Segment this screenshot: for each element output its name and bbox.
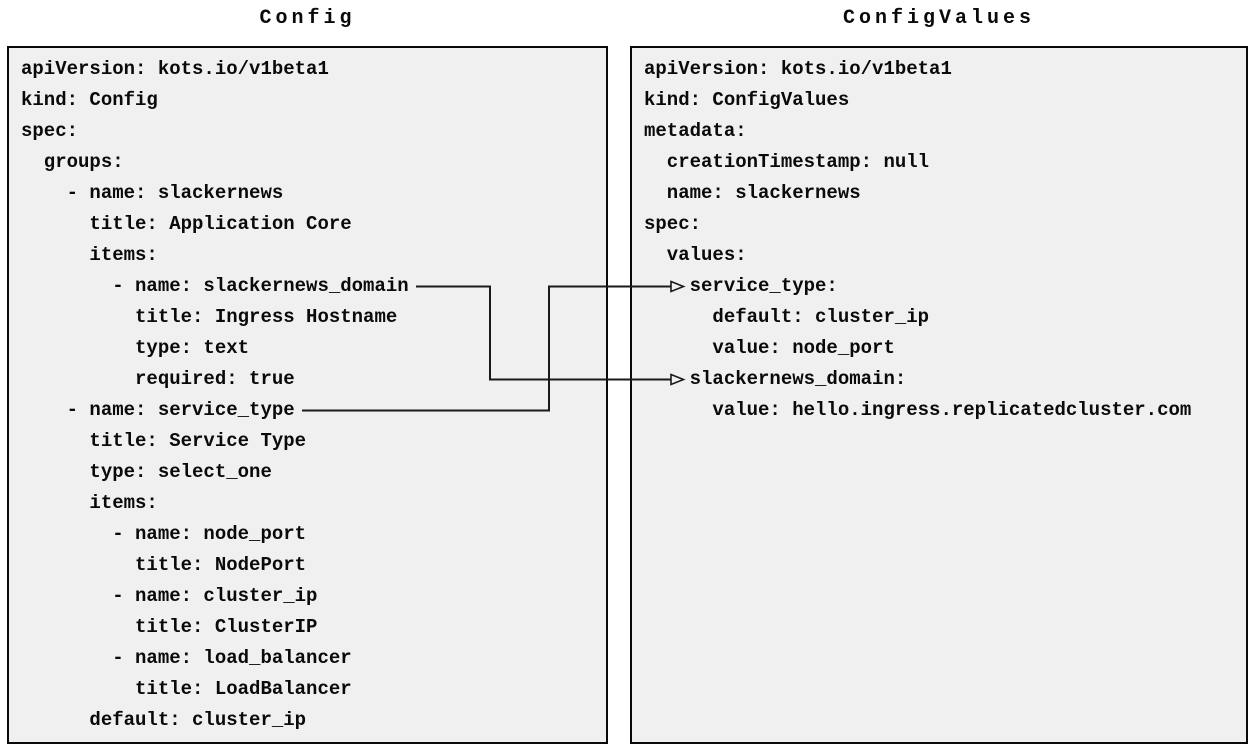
yaml-line-service-type-source: - name: service_type: [21, 399, 295, 421]
yaml-line: items:: [21, 492, 158, 514]
yaml-line: items:: [21, 244, 158, 266]
yaml-line: - name: node_port: [21, 523, 307, 545]
yaml-line-service-type-target: service_type:: [644, 275, 838, 297]
config-yaml-block: apiVersion: kots.io/v1beta1 kind: Config…: [21, 54, 606, 736]
yaml-line: creationTimestamp: null: [644, 151, 930, 173]
yaml-line: spec:: [644, 213, 702, 235]
yaml-line: kind: ConfigValues: [644, 89, 850, 111]
yaml-line: title: Service Type: [21, 430, 307, 452]
yaml-line: title: NodePort: [21, 554, 307, 576]
yaml-line: type: select_one: [21, 461, 272, 483]
yaml-line: title: Application Core: [21, 213, 352, 235]
yaml-line: default: cluster_ip: [21, 709, 307, 731]
yaml-line: apiVersion: kots.io/v1beta1: [21, 58, 329, 80]
yaml-line: title: LoadBalancer: [21, 678, 352, 700]
configvalues-panel-title: ConfigValues: [842, 7, 1036, 30]
yaml-line: apiVersion: kots.io/v1beta1: [644, 58, 952, 80]
configvalues-panel: apiVersion: kots.io/v1beta1 kind: Config…: [630, 46, 1248, 744]
configvalues-yaml-block: apiVersion: kots.io/v1beta1 kind: Config…: [644, 54, 1246, 426]
yaml-line: title: ClusterIP: [21, 616, 318, 638]
yaml-line: value: hello.ingress.replicatedcluster.c…: [644, 399, 1192, 421]
yaml-line: name: slackernews: [644, 182, 861, 204]
yaml-line: kind: Config: [21, 89, 158, 111]
yaml-line: metadata:: [644, 120, 747, 142]
yaml-line: title: Ingress Hostname: [21, 306, 398, 328]
yaml-line: - name: slackernews: [21, 182, 284, 204]
yaml-line-slackernews-domain-source: - name: slackernews_domain: [21, 275, 409, 297]
config-panel-title: Config: [259, 7, 356, 30]
yaml-line: default: cluster_ip: [644, 306, 930, 328]
yaml-line: type: text: [21, 337, 250, 359]
yaml-line: - name: load_balancer: [21, 647, 352, 669]
yaml-line: spec:: [21, 120, 79, 142]
yaml-line-slackernews-domain-target: slackernews_domain:: [644, 368, 907, 390]
yaml-line: values:: [644, 244, 747, 266]
yaml-line: groups:: [21, 151, 124, 173]
yaml-line: value: node_port: [644, 337, 895, 359]
yaml-line: required: true: [21, 368, 295, 390]
config-panel: apiVersion: kots.io/v1beta1 kind: Config…: [7, 46, 608, 744]
yaml-line: - name: cluster_ip: [21, 585, 318, 607]
